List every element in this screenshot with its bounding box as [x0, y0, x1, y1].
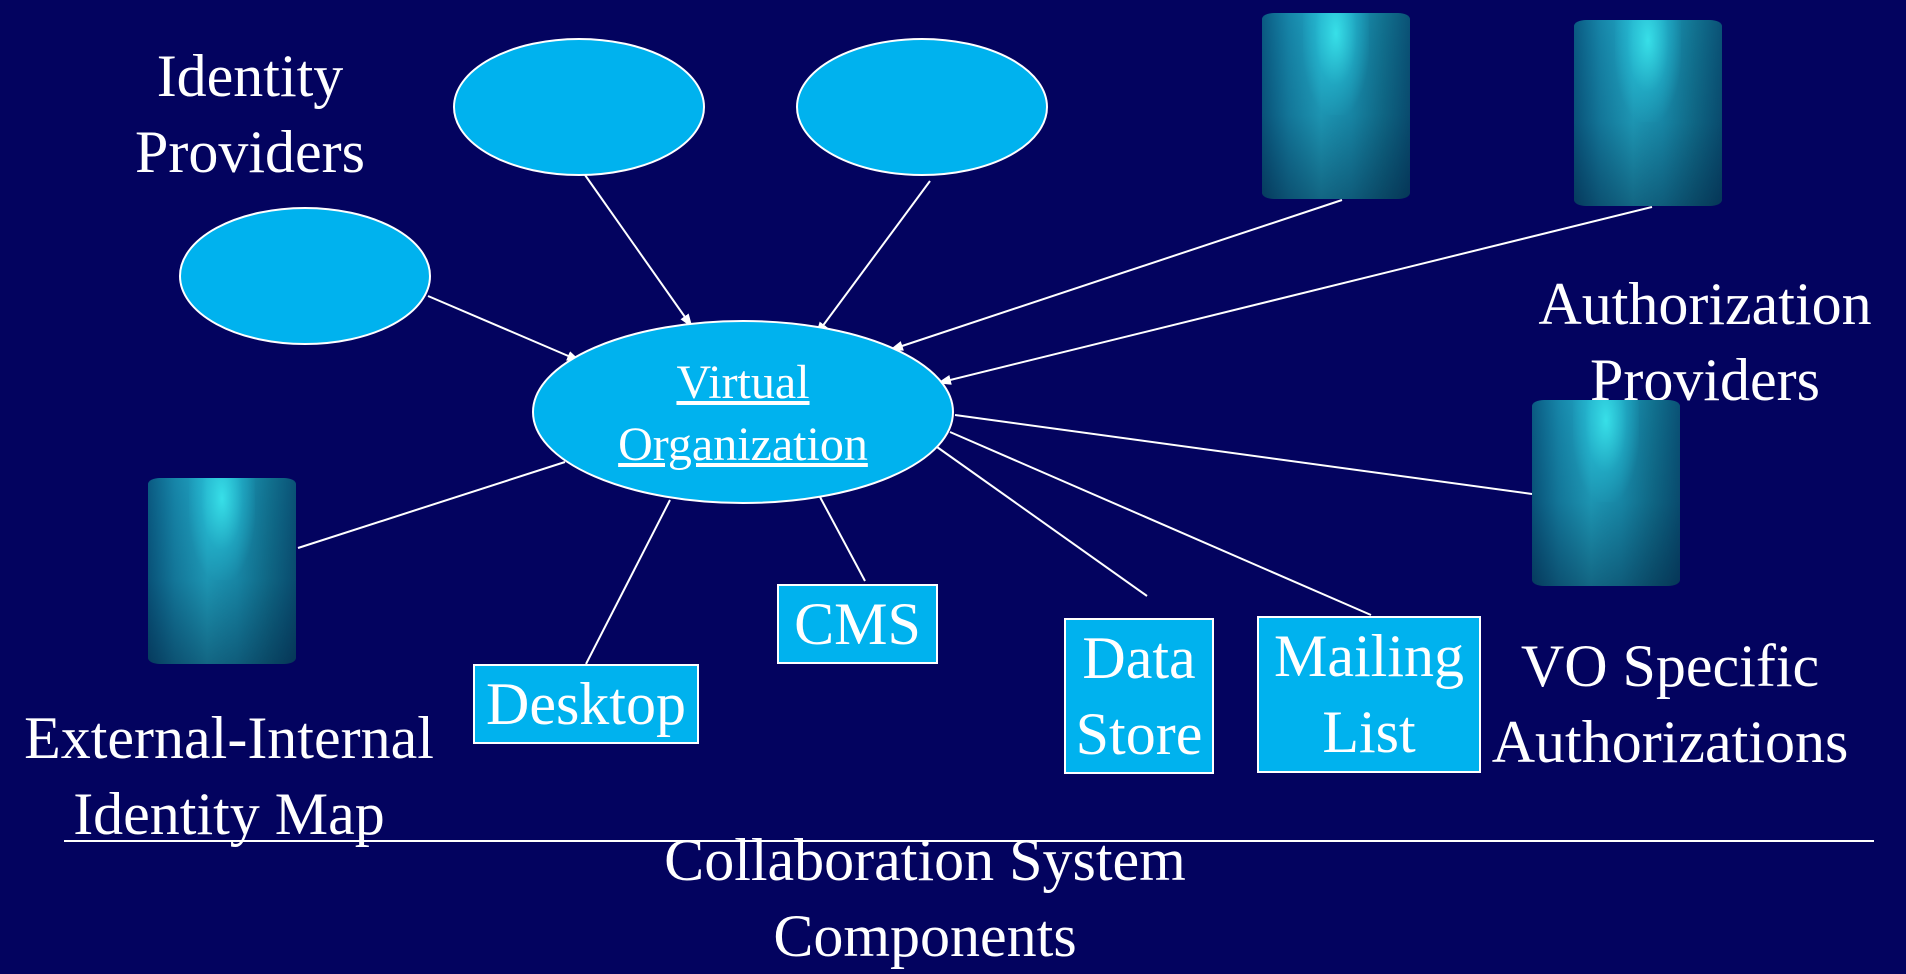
vo-specific-authorizations-database [1532, 400, 1680, 586]
authorization-provider-database-2 [1574, 20, 1722, 206]
data-store-line1: Data [1082, 625, 1196, 691]
identity-providers-line1: Identity [156, 43, 344, 109]
identity-provider-node-3 [179, 207, 431, 345]
vo-specific-line2: Authorizations [1491, 709, 1849, 775]
mailing-list-component-box: Mailing List [1257, 616, 1481, 773]
identity-map-line2: Identity Map [73, 781, 385, 847]
identity-provider-node-2 [796, 38, 1048, 176]
mailing-list-line1: Mailing [1274, 623, 1464, 689]
arrow-idp2-to-vo [815, 180, 931, 336]
identity-map-label: External-Internal Identity Map [4, 700, 454, 852]
connector-vo-to-data-store [936, 446, 1148, 597]
connector-vo-to-identity-map [297, 461, 566, 549]
virtual-organization-node [532, 320, 954, 504]
connector-vo-to-desktop [585, 499, 671, 665]
cms-label: CMS [794, 591, 921, 657]
authorization-providers-label: Authorization Providers [1515, 266, 1895, 418]
identity-provider-node-1 [453, 38, 705, 176]
identity-providers-line2: Providers [135, 119, 365, 185]
arrow-authz2-to-vo [937, 206, 1653, 385]
cms-component-box: CMS [777, 584, 938, 664]
identity-map-database [148, 478, 296, 664]
identity-providers-label: Identity Providers [100, 38, 400, 190]
data-store-line2: Store [1075, 701, 1203, 767]
virtual-organization-line2: Organization [618, 418, 868, 471]
arrow-idp1-to-vo [584, 174, 693, 328]
arrow-idp3-to-vo [427, 295, 581, 362]
identity-map-line1: External-Internal [24, 705, 434, 771]
collaboration-system-line2: Components [773, 903, 1077, 969]
collaboration-system-title: Collaboration System Components [560, 822, 1290, 974]
collaboration-system-line1: Collaboration System [664, 827, 1186, 893]
connector-vo-to-cms [819, 496, 866, 582]
vo-specific-authorizations-label: VO Specific Authorizations [1470, 628, 1870, 780]
desktop-component-box: Desktop [473, 664, 699, 744]
connector-vo-to-vo-specific [954, 414, 1533, 495]
virtual-organization-line1: Virtual [676, 356, 810, 409]
vo-specific-line1: VO Specific [1520, 633, 1820, 699]
footer-separator-line [64, 840, 1874, 842]
authorization-provider-database-1 [1262, 13, 1410, 199]
connector-vo-to-mailing-list [949, 431, 1372, 616]
data-store-component-box: Data Store [1064, 618, 1214, 774]
mailing-list-line2: List [1322, 699, 1416, 765]
virtual-organization-label: Virtual Organization [558, 352, 928, 476]
authorization-providers-line1: Authorization [1538, 271, 1872, 337]
desktop-label: Desktop [486, 671, 686, 737]
arrow-authz1-to-vo [889, 199, 1343, 351]
